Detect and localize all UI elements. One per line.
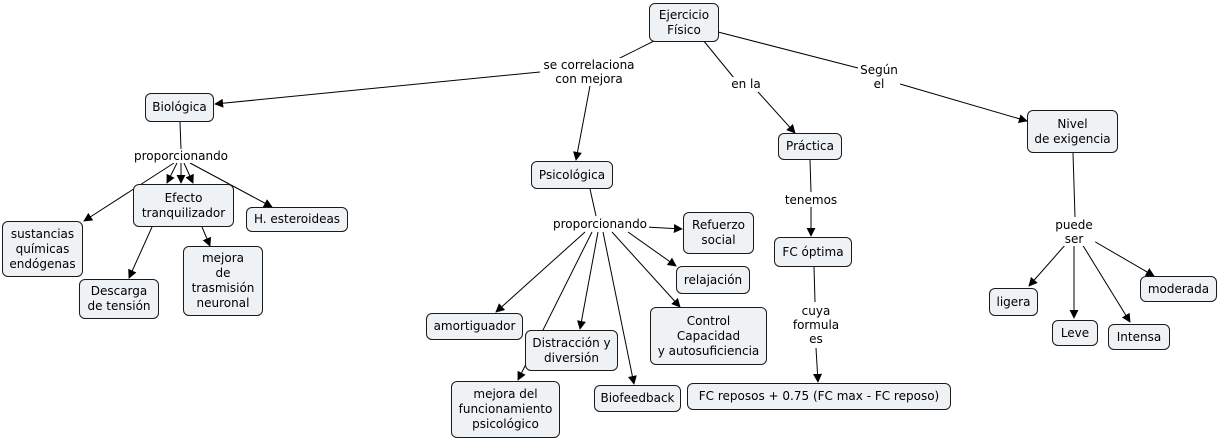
node-mejora-funcionamiento[interactable]: mejora del funcionamiento psicológico — [451, 381, 560, 438]
edge-nivel-to-puede — [1072, 152, 1076, 218]
link-segun-el: Según el — [858, 63, 900, 91]
node-fc-optima[interactable]: FC óptima — [774, 237, 852, 267]
edge-prop-to-sustancias — [83, 162, 175, 222]
link-en-la: en la — [729, 77, 763, 91]
edge-psicologica-to-proporcionando — [589, 188, 597, 217]
node-mejora-trasmision-neuronal[interactable]: mejora de trasmisión neuronal — [183, 246, 263, 316]
link-tenemos: tenemos — [782, 193, 840, 207]
node-efecto-tranquilizador[interactable]: Efecto tranquilizador — [133, 184, 234, 227]
node-intensa[interactable]: Intensa — [1108, 324, 1170, 350]
node-ligera[interactable]: ligera — [989, 288, 1038, 316]
node-amortiguador[interactable]: amortiguador — [426, 313, 523, 340]
edge-prop-to-amortiguador — [495, 231, 586, 313]
node-formula[interactable]: FC reposos + 0.75 (FC max - FC reposo) — [687, 383, 951, 410]
edge-biologica-to-proporcionando — [179, 121, 182, 150]
edge-correlaciona-to-psicologica — [573, 85, 591, 161]
edge-fc-to-cuya — [813, 266, 816, 303]
edge-puede-to-moderada — [1091, 239, 1155, 277]
link-cuya-formula-es: cuya formula es — [790, 304, 842, 346]
edge-efecto-to-trasmision — [201, 226, 212, 247]
node-nivel-de-exigencia[interactable]: Nivel de exigencia — [1027, 110, 1118, 153]
edge-enla-to-practica — [757, 91, 796, 134]
node-descarga-de-tension[interactable]: Descarga de tensión — [79, 279, 159, 319]
node-biologica[interactable]: Biológica — [145, 93, 214, 122]
edge-prop-to-control — [611, 231, 681, 308]
node-leve[interactable]: Leve — [1052, 320, 1098, 346]
edge-puede-to-intensa — [1081, 243, 1131, 323]
node-h-esteroideas[interactable]: H. esteroideas — [246, 207, 348, 232]
link-puede-ser: puede ser — [1053, 218, 1095, 246]
edge-correlaciona-to-biologica — [214, 71, 541, 108]
node-refuerzo-social[interactable]: Refuerzo social — [683, 212, 754, 254]
edge-puede-to-ligera — [1028, 243, 1067, 287]
node-ejercicio-fisico[interactable]: Ejercicio Físico — [649, 3, 719, 42]
edge-cuya-to-formula — [813, 347, 823, 383]
edge-prop-to-refuerzo — [645, 224, 683, 234]
edge-ejercicio-to-segun — [717, 31, 859, 69]
node-moderada[interactable]: moderada — [1140, 276, 1217, 302]
node-biofeedback[interactable]: Biofeedback — [594, 385, 681, 412]
node-control-capacidad[interactable]: Control Capacidad y autosuficiencia — [650, 307, 767, 365]
edge-prop-to-distraccion — [577, 231, 599, 330]
node-relajacion[interactable]: relajación — [676, 266, 750, 294]
node-psicologica[interactable]: Psicológica — [531, 161, 613, 189]
edge-prop-to-efecto-a — [166, 162, 178, 184]
edge-segun-to-nivel — [899, 83, 1028, 124]
node-distraccion-diversion[interactable]: Distracción y diversión — [525, 330, 618, 371]
edge-ejercicio-to-enla — [702, 39, 735, 79]
link-proporcionando-psicologica: proporcionando — [550, 217, 650, 231]
edge-efecto-to-descarga — [128, 226, 153, 279]
node-practica[interactable]: Práctica — [778, 133, 842, 160]
edge-prop-to-biofeedback — [602, 231, 637, 385]
edge-prop-to-relajacion — [627, 231, 677, 267]
link-se-correlaciona: se correlaciona con mejora — [541, 58, 637, 86]
edge-practica-to-tenemos — [809, 159, 812, 193]
edge-prop-to-efecto-c — [183, 162, 194, 184]
link-proporcionando-biologica: proporcionando — [131, 149, 231, 163]
node-sustancias-quimicas[interactable]: sustancias químicas endógenas — [2, 221, 83, 277]
